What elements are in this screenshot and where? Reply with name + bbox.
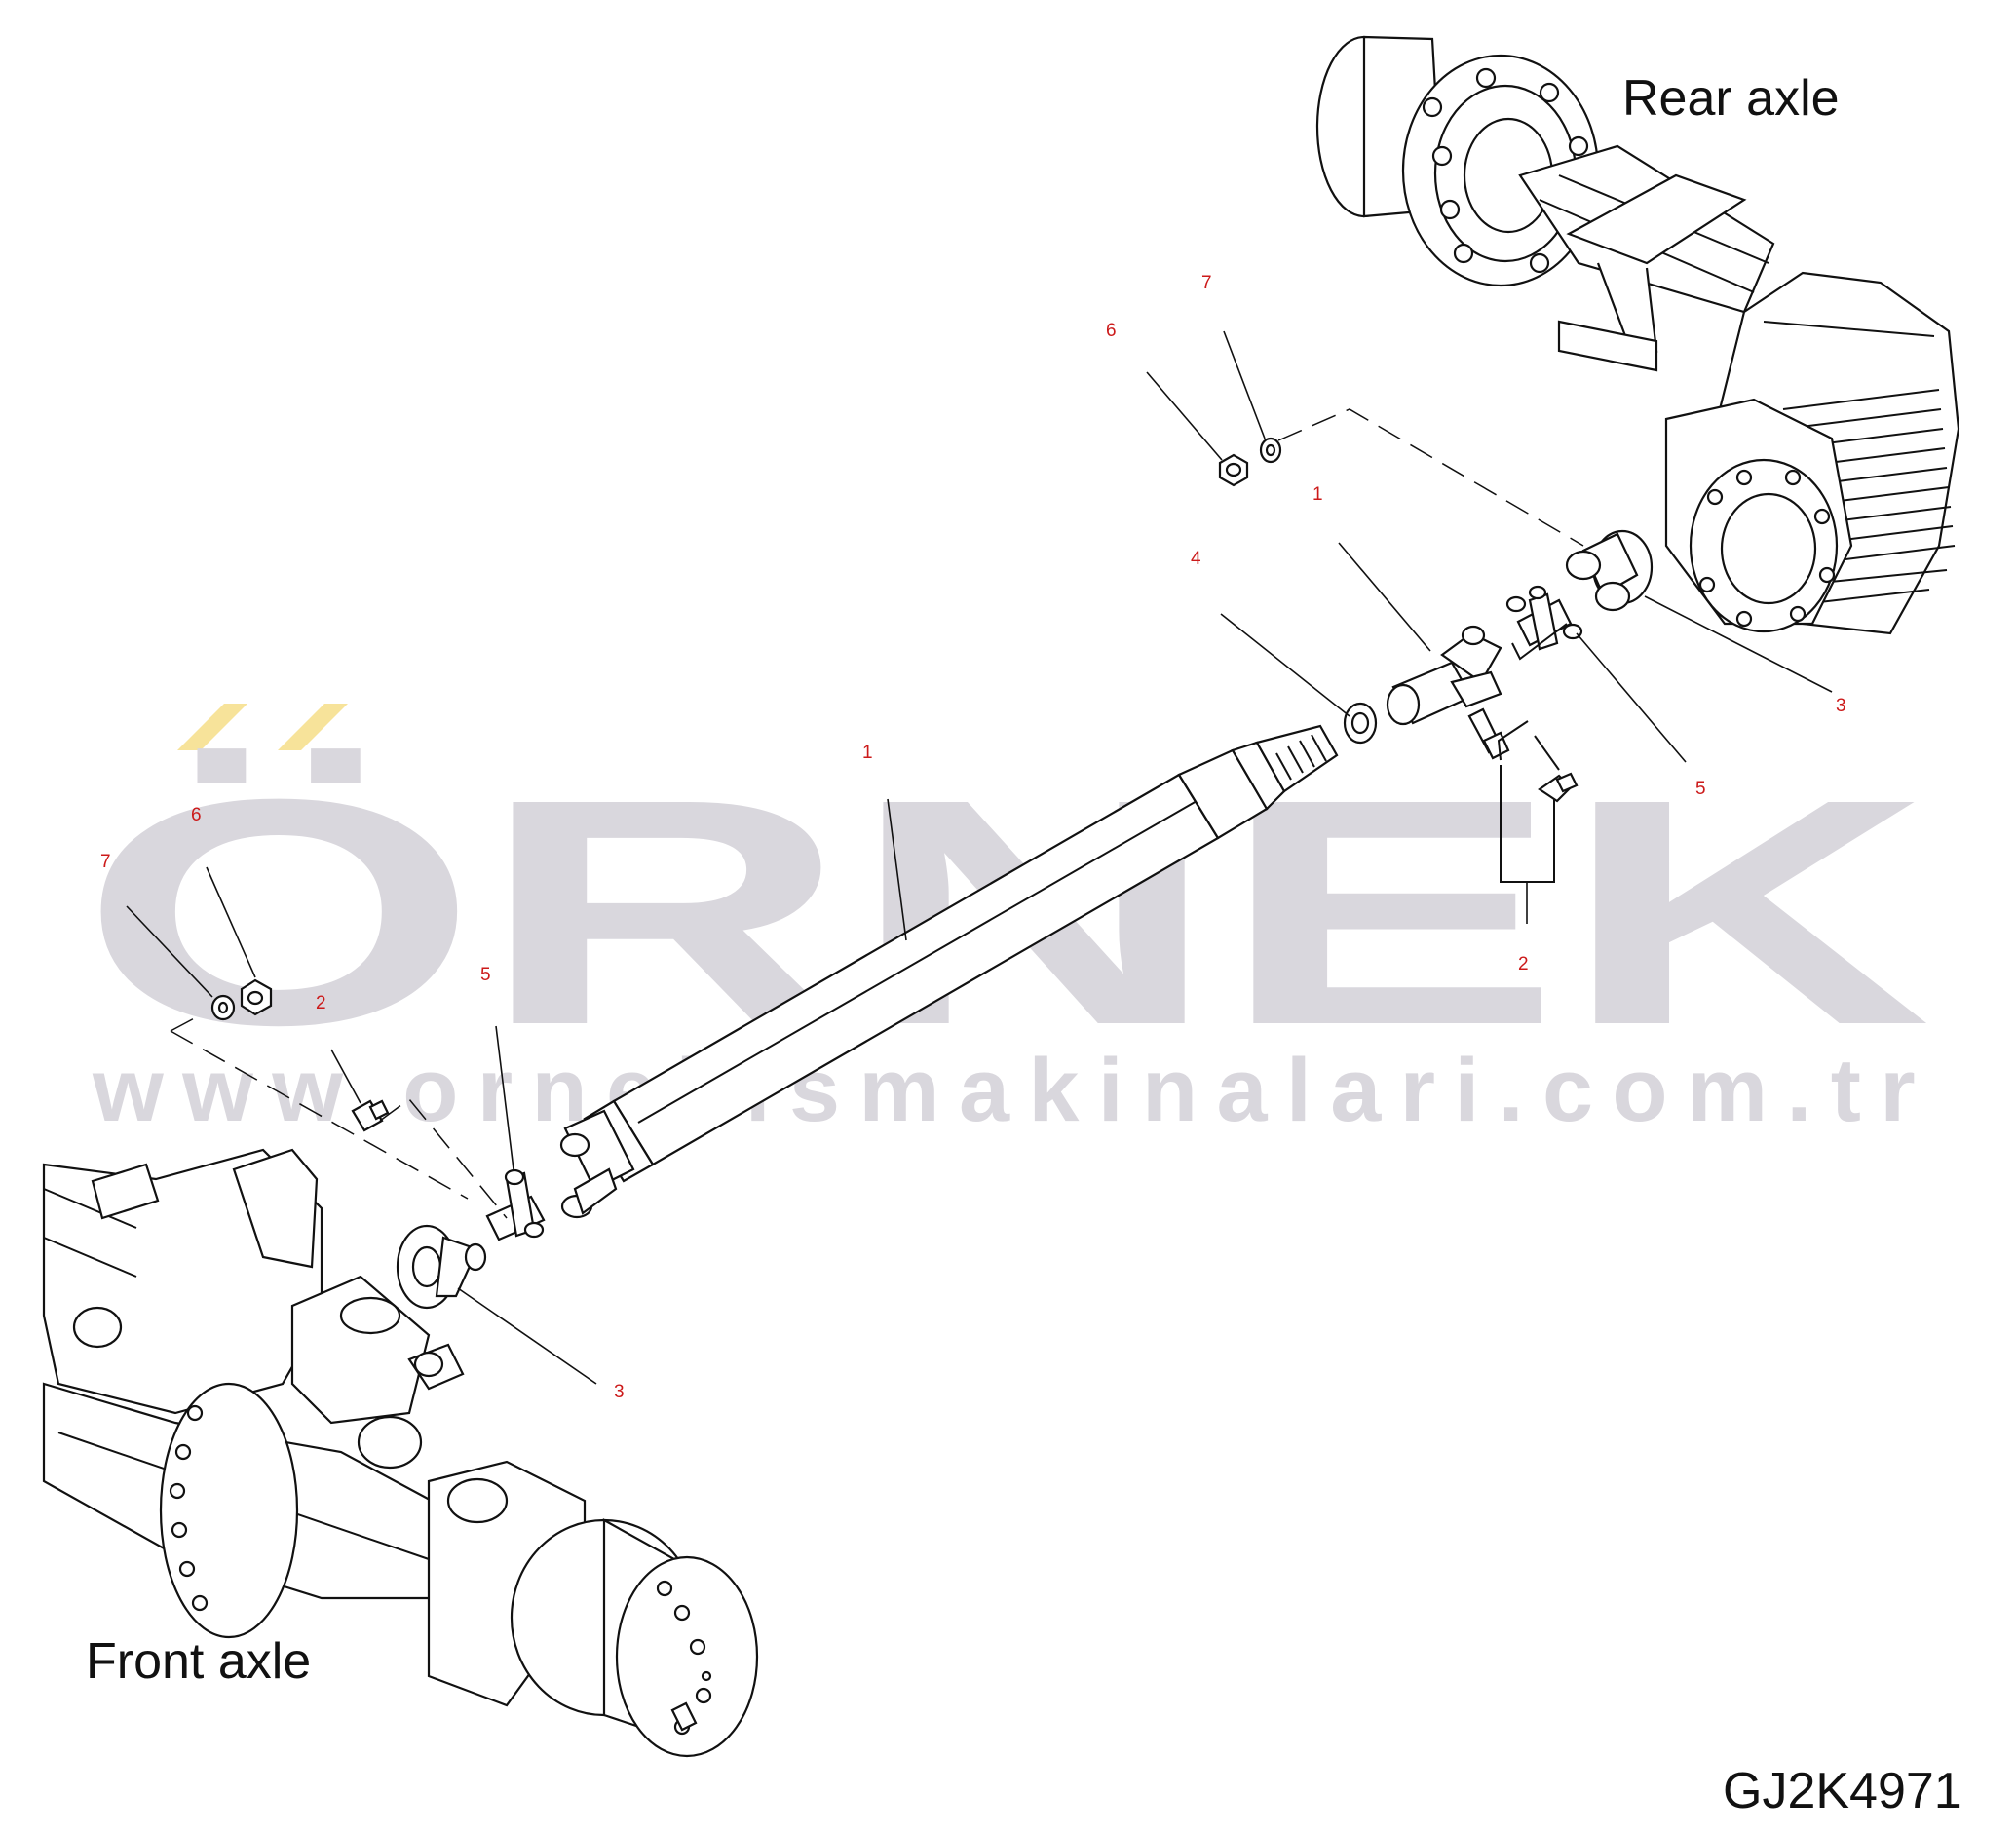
callout-flange-yoke-rear: 3 <box>1836 696 1846 716</box>
callout-washer-rear: 7 <box>1201 273 1212 293</box>
callout-grease-nipple-rear: 2 <box>1518 954 1529 974</box>
watermark-accent-left <box>177 704 247 750</box>
callout-dust-seal: 4 <box>1191 549 1201 569</box>
rear-axle-assembly <box>1315 35 1960 635</box>
callout-nut-rear: 6 <box>1106 321 1117 341</box>
spider-front <box>485 1168 546 1241</box>
callout-propshaft: 1 <box>862 743 873 763</box>
watermark-url: www.ornekismakinalari.com.tr <box>92 1041 1934 1140</box>
callout-grease-nipple-front: 2 <box>316 993 326 1013</box>
callout-spider-front: 5 <box>480 965 491 985</box>
callout-slip-yoke: 1 <box>1312 484 1323 505</box>
slip-yoke <box>1386 625 1502 726</box>
grease-nipple-front <box>351 1099 390 1132</box>
leader-lines <box>126 330 1833 1385</box>
drawing-number: GJ2K4971 <box>1723 1763 1962 1819</box>
front-hardware <box>210 978 546 1310</box>
callout-nut-front: 6 <box>191 805 202 825</box>
flange-yoke-front <box>396 1224 487 1310</box>
front-axle-label: Front axle <box>86 1633 311 1690</box>
callout-spider-rear: 5 <box>1695 779 1706 799</box>
propeller-shaft <box>559 724 1339 1219</box>
front-axle-assembly <box>42 1148 759 1758</box>
callouts: 1 1 2 2 3 3 4 5 5 6 6 7 7 <box>100 273 1846 1402</box>
rear-axle-label: Rear axle <box>1622 70 1840 127</box>
rear-hardware <box>1218 437 1583 803</box>
watermark-accent-right <box>278 704 348 750</box>
callout-washer-front: 7 <box>100 852 111 872</box>
callout-flange-yoke-front: 3 <box>614 1382 625 1402</box>
